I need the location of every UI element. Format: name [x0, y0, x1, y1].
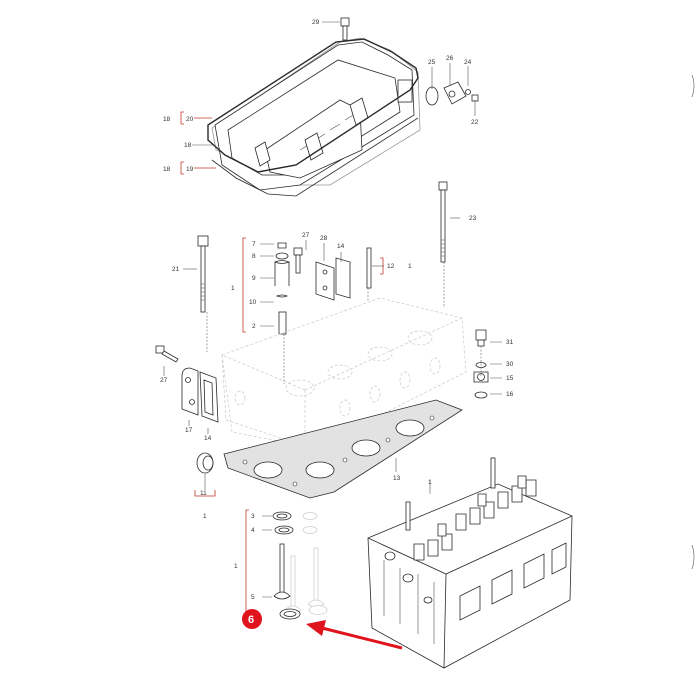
callout-17: 17	[185, 427, 193, 434]
callout-22: 22	[471, 119, 479, 126]
stud-21	[197, 235, 209, 313]
rocker-bolt	[293, 247, 303, 274]
callout-26: 26	[446, 55, 454, 62]
cover-bolt	[340, 17, 350, 41]
edge-mark	[691, 544, 695, 570]
callout-1: 1	[203, 513, 207, 520]
callout-1: 1	[234, 563, 238, 570]
callout-18: 18	[184, 142, 192, 149]
callout-7: 7	[252, 241, 256, 248]
side-cover-17	[181, 367, 199, 416]
washer-16	[474, 391, 488, 399]
cover-plate-28	[315, 261, 335, 301]
callout-2: 2	[252, 323, 256, 330]
callout-24: 24	[464, 59, 472, 66]
callout-23: 23	[469, 215, 477, 222]
callout-14: 14	[204, 435, 212, 442]
stud-12	[366, 247, 372, 289]
callout-21: 21	[172, 266, 180, 273]
callout-15: 15	[506, 375, 514, 382]
gasket-14-lower	[199, 371, 219, 423]
callout-20: 20	[186, 116, 194, 123]
seal-4	[274, 525, 318, 535]
callout-9: 9	[252, 275, 256, 282]
side-bolt-27	[155, 345, 179, 363]
cylinder-head-ghost	[221, 297, 467, 449]
callout-4: 4	[251, 527, 255, 534]
long-bolt-23	[438, 181, 448, 263]
valve-ghost-a	[284, 555, 302, 614]
callout-labels: 29 25 26 24 22 18 20 18 18 19 23 21 7 8 …	[160, 19, 514, 601]
valve-5	[273, 543, 291, 600]
callout-1: 1	[408, 263, 412, 270]
callout-3: 3	[251, 513, 255, 520]
callout-29: 29	[312, 19, 320, 26]
cover-gasket	[207, 38, 419, 197]
callout-13: 13	[393, 475, 401, 482]
callout-1: 1	[428, 479, 432, 486]
callout-27: 27	[302, 232, 310, 239]
valve-ghost-b	[307, 547, 325, 608]
callout-14: 14	[337, 243, 345, 250]
callout-1: 1	[231, 285, 235, 292]
sensor-31	[475, 329, 487, 347]
edge-mark	[691, 74, 695, 98]
badge-label: 6	[248, 614, 254, 626]
oil-filler-cap	[425, 81, 479, 106]
valve-seat-6	[279, 605, 328, 620]
valve-spring-set	[273, 242, 291, 335]
valve-cover	[211, 37, 421, 191]
gasket-14-upper	[335, 257, 351, 299]
callout-16: 16	[506, 391, 514, 398]
head-gasket-13	[223, 399, 463, 499]
callout-27: 27	[160, 377, 168, 384]
callout-19: 19	[186, 166, 194, 173]
callout-31: 31	[506, 339, 514, 346]
callout-10: 10	[249, 299, 257, 306]
highlight-badge: 6	[242, 609, 262, 629]
callout-18: 18	[163, 166, 171, 173]
callout-30: 30	[506, 361, 514, 368]
plug-11	[196, 452, 214, 474]
cylinder-head-assembly	[367, 457, 573, 669]
callout-12: 12	[387, 263, 395, 270]
valve-springs	[413, 475, 537, 561]
plug-15	[473, 371, 489, 383]
callout-28: 28	[320, 235, 328, 242]
callout-18: 18	[163, 116, 171, 123]
badge-circle	[242, 609, 262, 629]
callout-5: 5	[251, 594, 255, 601]
callout-8: 8	[252, 253, 256, 260]
callout-11: 11	[200, 490, 207, 497]
callout-25: 25	[428, 59, 436, 66]
red-arrow-icon	[306, 620, 403, 650]
seal-3	[272, 511, 318, 521]
